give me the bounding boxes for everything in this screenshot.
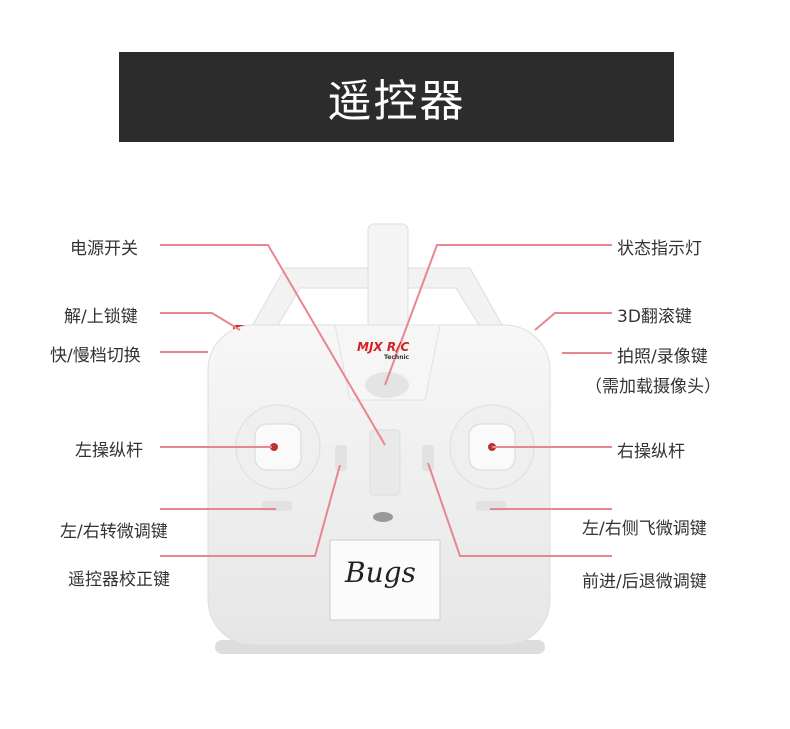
center-slider [369, 429, 401, 496]
right-trim-vertical [422, 445, 434, 471]
label-lock-unlock: 解/上锁键 [64, 307, 138, 327]
status-led [365, 372, 409, 398]
panel-label: Bugs [345, 556, 416, 589]
label-power-switch: 电源开关 [70, 239, 138, 259]
label-forward-back-trim: 前进/后退微调键 [582, 572, 707, 592]
label-photo-video: 拍照/录像键 [617, 347, 708, 367]
label-sideways-trim: 左/右侧飞微调键 [582, 519, 707, 539]
brand-logo: MJX R/C [357, 340, 410, 354]
left-stick [235, 404, 321, 490]
label-right-stick: 右操纵杆 [617, 442, 685, 462]
label-panel [329, 539, 441, 621]
center-button [373, 512, 393, 522]
brand-subtitle: Technic [384, 354, 410, 361]
label-calibration: 遥控器校正键 [68, 570, 170, 590]
antenna [367, 223, 409, 335]
title-banner: 遥控器 [119, 52, 674, 142]
label-left-stick: 左操纵杆 [75, 441, 143, 461]
label-turn-trim: 左/右转微调键 [60, 522, 168, 542]
page-title: 遥控器 [327, 76, 466, 127]
label-camera-note: （需加载摄像头） [585, 377, 721, 397]
label-3d-flip: 3D翻滚键 [617, 307, 692, 327]
label-status-led: 状态指示灯 [617, 239, 702, 259]
callout-lines [160, 244, 612, 557]
left-trim-vertical [335, 445, 347, 471]
label-speed-switch: 快/慢档切换 [50, 346, 141, 366]
